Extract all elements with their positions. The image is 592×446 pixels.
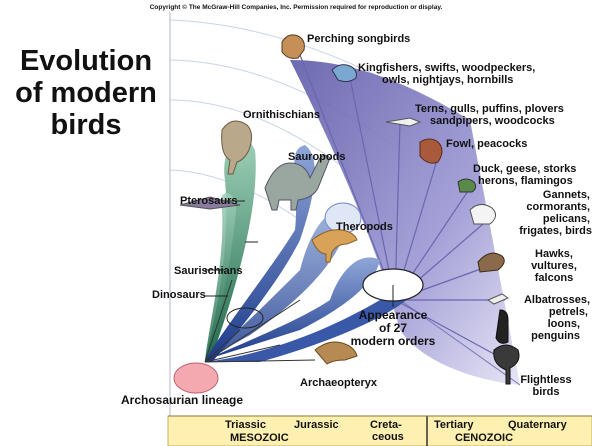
label-cenozoic: CENOZOIC [455,432,513,444]
label-ornithischians: Ornithischians [243,109,320,121]
main-title: Evolution of modern birds [15,45,157,141]
perching-bird-icon [282,35,304,59]
flightless-line-2: birds [533,386,560,398]
albatrosses-line-2: petrels, [549,306,588,318]
label-dinosaurs: Dinosaurs [152,289,206,301]
gannets-line-2: cormorants, [526,201,590,213]
duck-line-1: Duck, geese, storks [473,163,576,175]
label-duck: Duck, geese, storks herons, flamingos [473,163,576,187]
title-line-1: Evolution [20,45,152,77]
fowl-icon [420,139,442,163]
albatrosses-line-4: penguins [531,330,580,342]
archosaurian-ellipse [174,363,218,393]
title-line-2: of modern [15,77,157,109]
label-gannets: Gannets, cormorants, pelicans, frigates,… [519,189,592,237]
label-archaeopteryx: Archaeopteryx [300,377,378,389]
hawks-line-2: vultures, [531,260,577,272]
hawks-line-3: falcons [535,272,574,284]
kingfishers-line-1: Kingfishers, swifts, woodpeckers, [358,62,535,74]
label-theropods: Theropods [336,221,393,233]
title-line-3: birds [51,109,122,141]
albatrosses-line-1: Albatrosses, [524,294,590,306]
gannets-line-4: frigates, birds [519,225,592,237]
duck-icon [458,179,476,192]
label-quaternary: Quaternary [508,419,568,431]
label-hawks: Hawks, vultures, falcons [531,248,577,284]
terns-line-1: Terns, gulls, puffins, plovers [415,103,564,115]
label-jurassic: Jurassic [294,419,339,431]
label-mesozoic: MESOZOIC [230,432,289,444]
label-albatrosses: Albatrosses, petrels, loons, penguins [524,294,590,342]
appearance-line-3: modern orders [351,334,436,348]
gannets-line-1: Gannets, [543,189,590,201]
label-triassic: Triassic [225,419,266,431]
label-flightless: Flightless birds [520,374,571,398]
albatrosses-line-3: loons, [548,318,580,330]
hawks-line-1: Hawks, [535,248,573,260]
appearance-line-1: Appearance [359,308,428,322]
gannets-line-3: pelicans, [543,213,590,225]
label-kingfishers: Kingfishers, swifts, woodpeckers, owls, … [358,62,535,86]
copyright-notice: Copyright © The McGraw-Hill Companies, I… [150,3,443,11]
label-tertiary: Tertiary [434,419,474,431]
kingfishers-line-2: owls, nightjays, hornbills [382,74,513,86]
label-sauropods: Sauropods [288,151,345,163]
gannet-icon [470,204,496,224]
sauropod-figure-icon [265,156,330,211]
label-pterosaurs: Pterosaurs [180,195,237,207]
label-cretaceous-1: Creta- [370,419,402,431]
label-perching-songbirds: Perching songbirds [307,33,410,45]
label-saurischians: Saurischians [174,265,242,277]
terns-line-2: sandpipers, woodcocks [430,115,555,127]
label-archosaurian-lineage: Archosaurian lineage [121,393,243,407]
label-fowl: Fowl, peacocks [446,138,527,150]
flightless-line-1: Flightless [520,374,571,386]
label-cretaceous-2: ceous [372,431,404,443]
appearance-line-2: of 27 [379,321,407,335]
label-terns: Terns, gulls, puffins, plovers sandpiper… [415,103,564,127]
duck-line-2: herons, flamingos [478,175,573,187]
